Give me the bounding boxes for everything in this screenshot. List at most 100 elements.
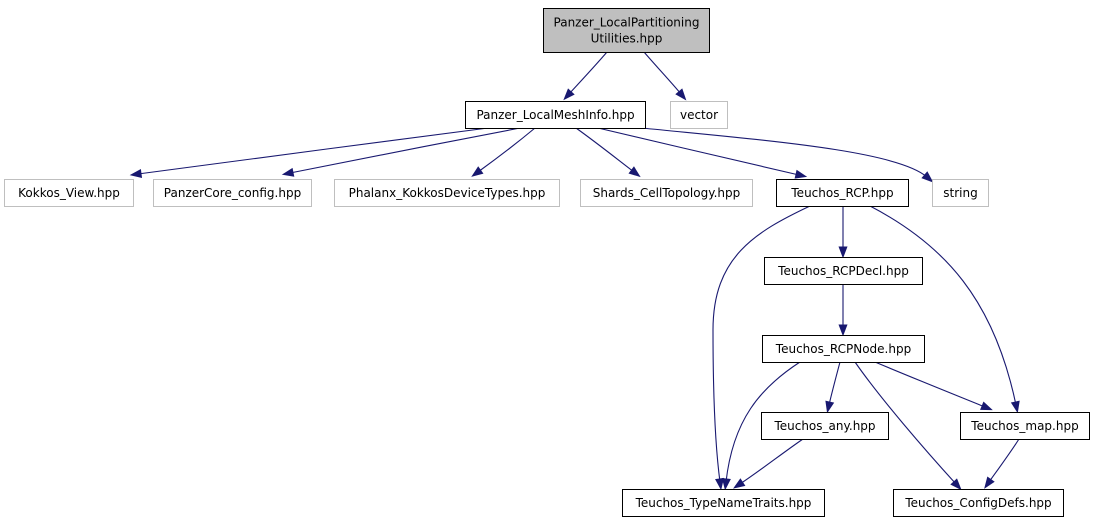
arrowhead-icon	[721, 478, 731, 491]
edge-line	[641, 127, 928, 178]
node-box[interactable]	[153, 179, 312, 207]
edge-panzer_localmeshinfo-to-shards_celltopology	[575, 127, 641, 178]
node-label: Phalanx_KokkosDeviceTypes.hpp	[349, 186, 546, 200]
edge-line	[739, 438, 804, 485]
node-label: Teuchos_RCPDecl.hpp	[777, 264, 909, 278]
edge-line-tail	[568, 91, 572, 95]
arrowhead-icon	[563, 88, 575, 101]
node-label: Teuchos_any.hpp	[773, 419, 875, 433]
node-label: Shards_CellTopology.hpp	[593, 186, 741, 200]
node-box[interactable]	[960, 412, 1090, 440]
node-box[interactable]	[670, 101, 728, 129]
node-teuchos_configdefs[interactable]: Teuchos_ConfigDefs.hpp	[893, 489, 1064, 517]
node-shards_celltopology[interactable]: Shards_CellTopology.hpp	[580, 179, 753, 207]
nodes-layer: Panzer_LocalPartitioningUtilities.hppvec…	[4, 8, 1090, 517]
node-label: Teuchos_ConfigDefs.hpp	[904, 496, 1051, 510]
node-label: Panzer_LocalMeshInfo.hpp	[476, 108, 634, 122]
edge-line-tail	[982, 405, 986, 408]
edge-line	[712, 205, 811, 483]
edge-line	[643, 51, 682, 95]
node-label: PanzerCore_config.hpp	[164, 186, 301, 200]
edge-panzer_localpartitioning-to-vector	[643, 51, 687, 101]
node-label: Kokkos_View.hpp	[18, 186, 120, 200]
edge-line	[874, 361, 986, 408]
node-teuchos_rcpdecl[interactable]: Teuchos_RCPDecl.hpp	[764, 257, 923, 285]
edge-line-tail	[1014, 401, 1017, 406]
node-string[interactable]: string	[932, 179, 989, 207]
node-box[interactable]	[764, 257, 923, 285]
edge-line	[869, 205, 1017, 406]
node-box[interactable]	[465, 101, 646, 129]
node-teuchos_rcp[interactable]: Teuchos_RCP.hpp	[776, 179, 909, 207]
node-teuchos_any[interactable]: Teuchos_any.hpp	[761, 412, 889, 440]
node-box[interactable]	[932, 179, 989, 207]
node-panzercore_config[interactable]: PanzerCore_config.hpp	[153, 179, 312, 207]
edge-teuchos_rcp-to-teuchos_typenametraits	[712, 205, 811, 491]
arrowhead-icon	[980, 401, 993, 411]
node-teuchos_rcpnode[interactable]: Teuchos_RCPNode.hpp	[762, 335, 925, 363]
node-panzer_localmeshinfo[interactable]: Panzer_LocalMeshInfo.hpp	[465, 101, 646, 129]
node-label: string	[943, 186, 977, 200]
edge-line-tail	[631, 169, 635, 173]
edge-panzer_localmeshinfo-to-string	[641, 127, 934, 183]
arrowhead-icon	[628, 166, 641, 178]
node-label: Teuchos_map.hpp	[970, 419, 1078, 433]
node-box[interactable]	[776, 179, 909, 207]
edge-line	[568, 51, 608, 95]
edge-line-tail	[924, 174, 928, 178]
edge-line	[137, 127, 489, 175]
edge-panzer_localmeshinfo-to-phalanx_kokkosdevicetypes	[471, 127, 536, 177]
node-label: Teuchos_RCPNode.hpp	[775, 342, 911, 356]
edge-teuchos_rcpnode-to-teuchos_map	[874, 361, 993, 411]
arrowhead-icon	[984, 476, 995, 489]
node-kokkos_view[interactable]: Kokkos_View.hpp	[4, 179, 134, 207]
edge-line	[289, 127, 521, 174]
edge-panzer_localmeshinfo-to-panzercore_config	[281, 127, 521, 177]
node-box[interactable]	[334, 179, 560, 207]
edge-line	[988, 438, 1020, 483]
edge-line-tail	[828, 401, 831, 406]
arrowhead-icon	[471, 166, 484, 177]
node-label: vector	[680, 108, 718, 122]
edge-line	[597, 127, 800, 176]
edge-line-tail	[739, 481, 743, 485]
edge-line-tail	[988, 479, 992, 483]
node-box[interactable]	[580, 179, 753, 207]
node-label: Panzer_LocalPartitioning	[554, 16, 700, 30]
node-box[interactable]	[893, 489, 1064, 517]
node-box[interactable]	[622, 489, 825, 517]
edges-layer	[129, 51, 1020, 491]
node-label: Teuchos_RCP.hpp	[790, 186, 893, 200]
node-label: Utilities.hpp	[591, 32, 663, 46]
edge-line	[477, 127, 536, 173]
edge-panzer_localpartitioning-to-panzer_localmeshinfo	[563, 51, 608, 101]
node-box[interactable]	[543, 8, 710, 53]
node-box[interactable]	[762, 335, 925, 363]
node-teuchos_typenametraits[interactable]: Teuchos_TypeNameTraits.hpp	[622, 489, 825, 517]
edge-line	[828, 361, 841, 406]
edge-line	[854, 361, 957, 485]
edge-teuchos_rcp-to-teuchos_map	[869, 205, 1020, 414]
edge-line	[725, 361, 801, 483]
node-box[interactable]	[761, 412, 889, 440]
edge-panzer_localmeshinfo-to-kokkos_view	[129, 127, 489, 179]
arrowhead-icon	[921, 171, 934, 183]
node-phalanx_kokkosdevicetypes[interactable]: Phalanx_KokkosDeviceTypes.hpp	[334, 179, 560, 207]
edge-line-tail	[289, 171, 294, 174]
node-vector[interactable]: vector	[670, 101, 728, 129]
edge-line-tail	[795, 173, 800, 176]
arrowhead-icon	[733, 478, 746, 489]
edge-panzer_localmeshinfo-to-teuchos_rcp	[597, 127, 808, 179]
edge-line-tail	[678, 91, 682, 95]
edge-teuchos_rcpnode-to-teuchos_any	[825, 361, 841, 414]
edge-teuchos_map-to-teuchos_configdefs	[984, 438, 1020, 489]
edge-teuchos_rcpnode-to-teuchos_configdefs	[854, 361, 962, 491]
node-teuchos_map[interactable]: Teuchos_map.hpp	[960, 412, 1090, 440]
edge-teuchos_rcpdecl-to-teuchos_rcpnode	[838, 284, 848, 337]
edge-line-tail	[477, 169, 481, 173]
node-box[interactable]	[4, 179, 134, 207]
edge-line	[575, 127, 635, 173]
edge-teuchos_rcp-to-teuchos_rcpdecl	[838, 206, 848, 259]
